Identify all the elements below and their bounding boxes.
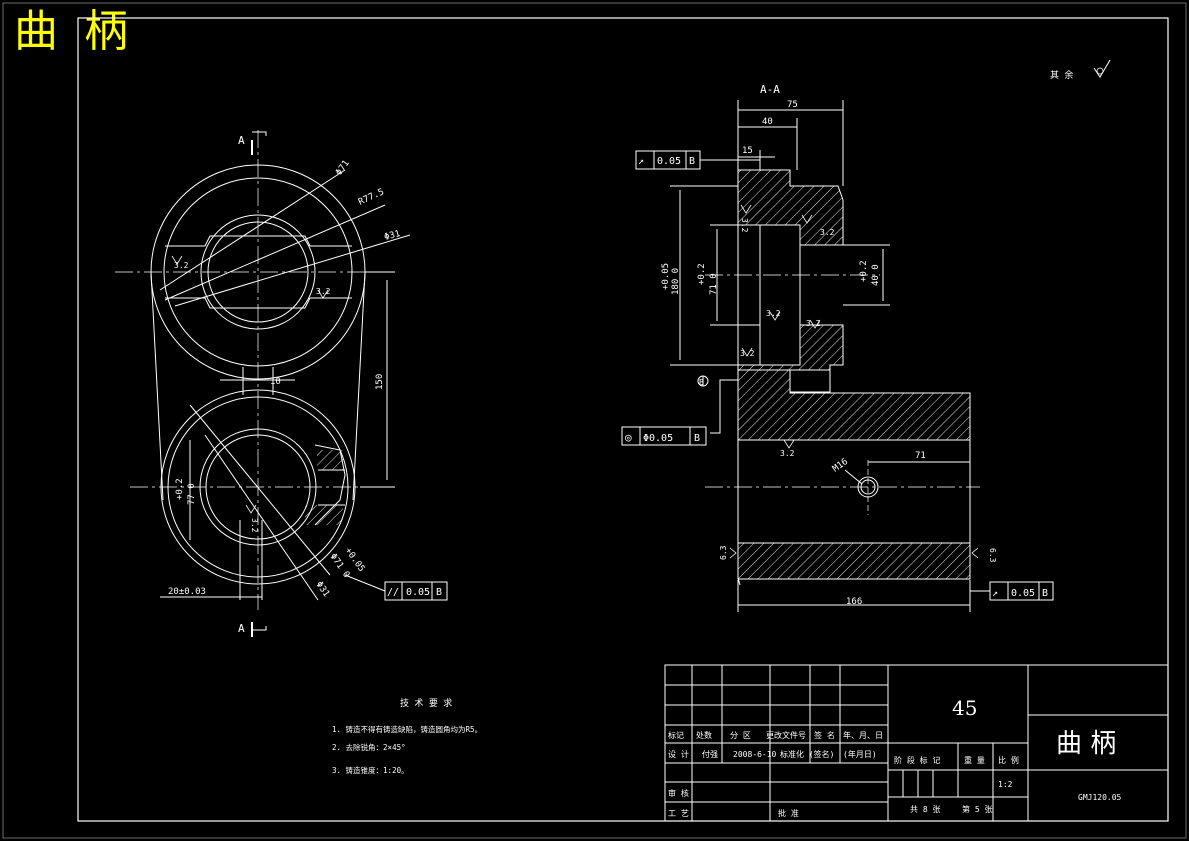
roughness-section-7: 6.3 xyxy=(719,545,728,560)
section-mark-bottom: A xyxy=(238,622,245,635)
tol-conc-symbol: ◎ xyxy=(625,431,632,444)
tech-req-item-3: 3. 铸造锥度：1:20。 xyxy=(332,765,409,775)
roughness-front-2: 3.2 xyxy=(316,287,331,296)
tb-sheets: 共 8 张 xyxy=(910,805,940,814)
dim-tol-71: +0.2 xyxy=(697,263,707,285)
tolerance-frame-top xyxy=(635,150,701,170)
tb-header-5: 签 名 xyxy=(814,730,835,740)
tb-weight: 重 量 xyxy=(964,755,985,765)
section-mark-top: A xyxy=(238,134,245,147)
tol-front-value: 0.05 xyxy=(406,587,430,598)
tolerance-frame-concentric xyxy=(621,426,707,446)
dim-val-40: 40 0 xyxy=(871,264,881,286)
tb-ymd: (年月日) xyxy=(843,749,877,759)
dim-r77: R77.5 xyxy=(357,187,386,208)
tolerance-frame-bottom xyxy=(989,581,1054,601)
tol-top-value: 0.05 xyxy=(657,156,681,167)
section-view xyxy=(670,100,990,612)
roughness-section-8: 6.3 xyxy=(988,548,997,563)
tb-designer: 付强 xyxy=(702,749,718,759)
inner-border xyxy=(77,17,1169,822)
surface-note: 其 余 xyxy=(1050,69,1073,81)
dim-key-width: 20±0.03 xyxy=(168,587,206,597)
tech-req-item-2: 2. 去除锐角：2×45° xyxy=(332,742,406,752)
dim-val-left: 77 0 xyxy=(187,483,197,505)
roughness-section-1: 3.2 xyxy=(740,218,749,233)
tech-req-item-1: 1. 铸造不得有铸造缺陷，铸造圆角均为R5。 xyxy=(332,724,482,734)
title-material: 45 xyxy=(952,696,977,720)
roughness-section-3: 3.2 xyxy=(766,309,781,318)
tb-scale-label: 比 例 xyxy=(998,755,1019,765)
tb-standardization: 标准化 (签名) xyxy=(780,749,834,759)
tol-front-datum: B xyxy=(436,587,442,598)
tol-front-symbol: // xyxy=(387,587,399,598)
tb-scale: 1:2 xyxy=(998,780,1013,789)
dim-val-180: 180 0 xyxy=(671,268,681,295)
datum-b-label: B xyxy=(699,378,704,387)
tol-conc-datum: B xyxy=(694,433,700,444)
dim-val-71: 71 0 xyxy=(709,273,719,295)
tb-header-2: 处数 xyxy=(696,730,712,740)
tb-review: 审 核 xyxy=(668,788,689,798)
tolerance-frame-front xyxy=(344,574,448,601)
roughness-section-5: 3.2 xyxy=(740,349,755,358)
title-part-name: 曲 柄 xyxy=(1056,729,1116,759)
dim-phi71: Φ71 xyxy=(334,159,352,178)
tb-header-3: 分 区 xyxy=(730,731,751,740)
roughness-front-1: 3.2 xyxy=(174,261,189,270)
tol-bottom-datum: B xyxy=(1042,588,1048,599)
roughness-section-4: 3.2 xyxy=(806,319,821,328)
roughness-symbol-general xyxy=(1093,59,1111,78)
tol-top-datum: B xyxy=(689,156,695,167)
title-drawing-no: GMJ120.05 xyxy=(1078,793,1122,802)
tol-bottom-value: 0.05 xyxy=(1011,588,1035,599)
dim-width-10: 10 xyxy=(270,377,281,387)
tb-approve: 批 准 xyxy=(778,808,799,818)
tol-conc-value: Φ0.05 xyxy=(643,433,673,444)
tol-bottom-symbol: ↗ xyxy=(992,588,998,599)
front-view xyxy=(115,130,411,637)
dim-166: 166 xyxy=(846,597,862,607)
dim-tol-180: +0.05 xyxy=(661,263,671,290)
tb-header-6: 年、月、日 xyxy=(843,730,883,740)
dim-phi31-top: Φ31 xyxy=(383,229,401,243)
dim-40-top: 40 xyxy=(762,117,773,127)
tb-sheet-no: 第 5 张 xyxy=(962,804,992,814)
tb-header-1: 标记 xyxy=(668,730,684,740)
title-block xyxy=(664,664,1169,822)
dim-tol-40: +0.2 xyxy=(859,260,869,282)
section-label: A-A xyxy=(760,83,780,96)
dim-75: 75 xyxy=(787,100,798,110)
tb-designer-label: 设 计 xyxy=(668,749,689,759)
dim-15: 15 xyxy=(742,146,753,156)
tb-stage-mark: 阶 段 标 记 xyxy=(894,755,940,765)
dim-phi31-bottom: Φ31 xyxy=(314,580,332,599)
roughness-section-6: 3.2 xyxy=(780,449,795,458)
dim-71-thread: 71 xyxy=(915,451,926,461)
tb-process: 工 艺 xyxy=(668,809,689,818)
tb-header-4: 更改文件号 xyxy=(766,730,806,740)
tb-date: 2008-6-10 xyxy=(733,750,777,759)
tol-top-symbol: ↗ xyxy=(638,156,644,167)
roughness-front-3: 3.2 xyxy=(250,518,259,533)
dim-height-150: 150 xyxy=(375,374,385,390)
drawing-title: 曲 柄 xyxy=(14,6,134,57)
tech-req-title: 技 术 要 求 xyxy=(400,697,452,709)
roughness-section-2: 3.2 xyxy=(820,228,835,237)
dim-tol-left: +0.2 xyxy=(175,478,185,500)
